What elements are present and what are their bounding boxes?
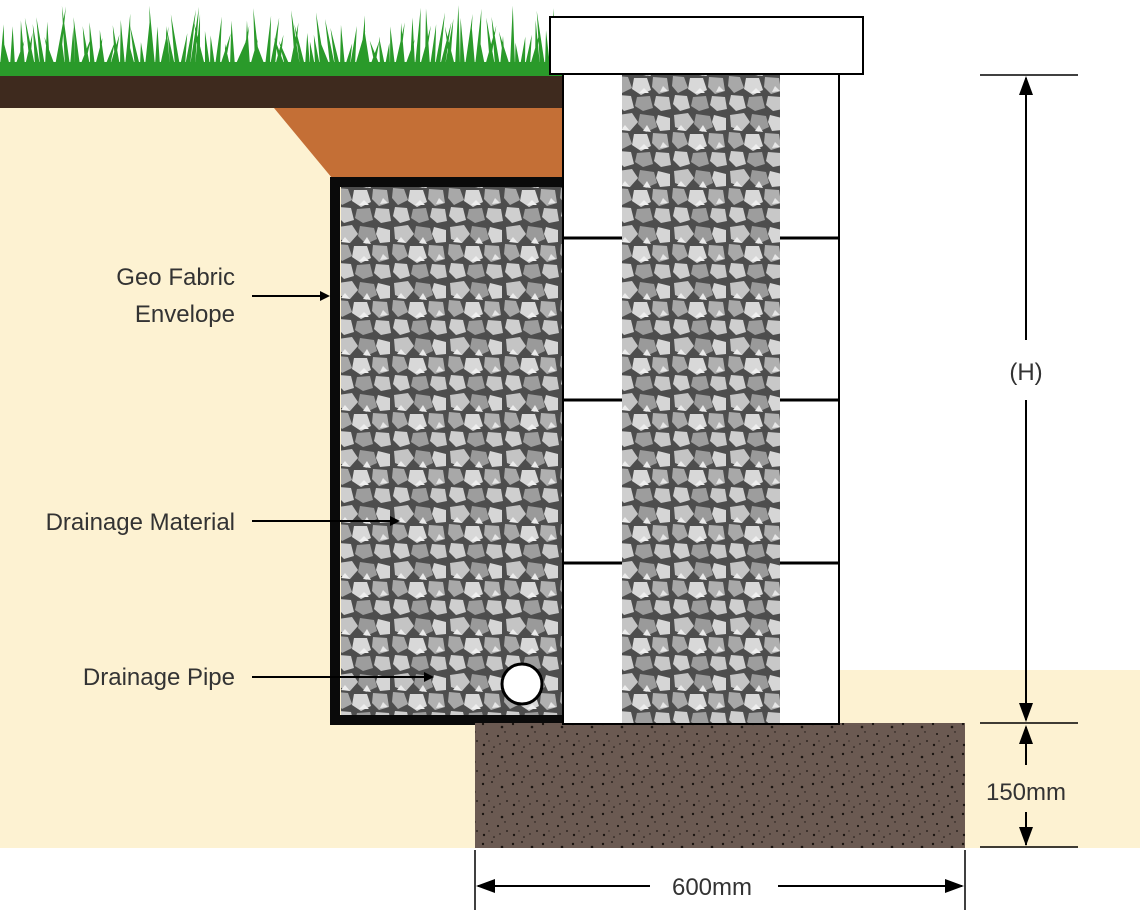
grass [0,5,565,76]
footing [475,723,965,848]
drainage-pipe [500,662,544,706]
footing-width-label: 600mm [672,874,752,901]
geo-fabric-label-line2: Envelope [135,301,235,328]
footing-depth-dimension [980,725,1078,848]
drainage-material-label: Drainage Material [46,509,235,536]
footing-depth-label: 150mm [986,779,1066,806]
height-dimension [980,74,1078,724]
geo-fabric-label-line1: Geo Fabric [116,264,235,291]
footing-width-dimension [474,850,966,910]
clay-cap [274,108,565,178]
drainage-material-fill [341,186,563,716]
wall-core-gravel [622,75,780,723]
drainage-pipe-label: Drainage Pipe [83,664,235,691]
topsoil-layer [0,75,565,108]
cap-block [549,16,864,75]
height-label: (H) [1009,359,1042,386]
geo-fabric-envelope [330,177,565,725]
block-wall [549,16,864,725]
